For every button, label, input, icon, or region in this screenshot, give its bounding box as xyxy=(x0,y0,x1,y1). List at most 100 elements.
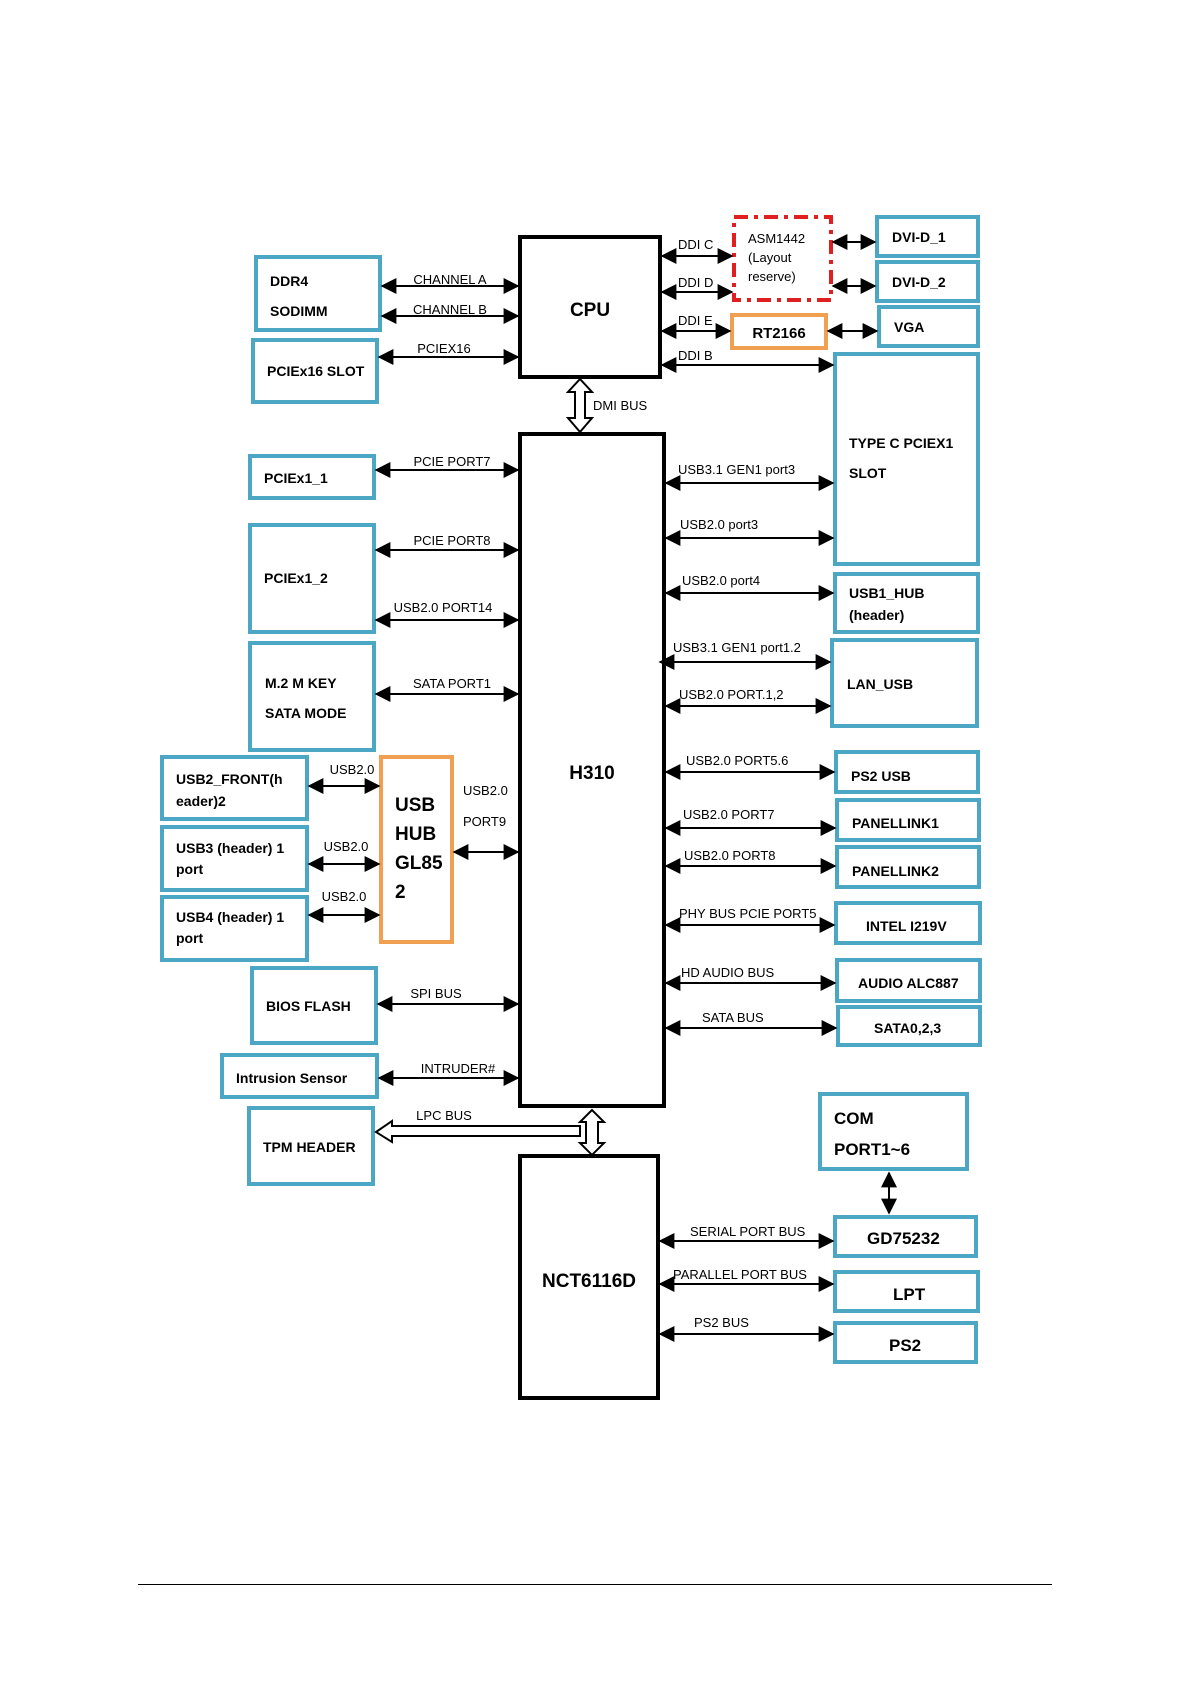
sata-bus-label: SATA BUS xyxy=(702,1010,764,1025)
usb-hub-line2: HUB xyxy=(395,824,436,845)
usb2-front-line2: eader)2 xyxy=(176,793,226,809)
usb2-port9-line1: USB2.0 xyxy=(463,783,508,798)
dvi-d-2-box: DVI-D_2 xyxy=(875,260,980,303)
pciex16-bus-label: PCIEX16 xyxy=(417,341,470,356)
asm1442-chip: ASM1442 (Layout reserve) xyxy=(732,215,833,302)
parallel-port-label: PARALLEL PORT BUS xyxy=(673,1267,807,1282)
sata-box: SATA0,2,3 xyxy=(836,1005,982,1047)
nct6116d-chip: NCT6116D xyxy=(518,1154,660,1400)
ddi-b-label: DDI B xyxy=(678,348,713,363)
usb2-front-line1: USB2_FRONT(h xyxy=(176,771,283,787)
type-c-line2: SLOT xyxy=(849,465,887,481)
pciex1-1-box: PCIEx1_1 xyxy=(248,454,376,500)
usb1-hub-line2: (header) xyxy=(849,607,904,623)
usb20-port56-label: USB2.0 PORT5.6 xyxy=(686,753,788,768)
type-c-line1: TYPE C PCIEX1 xyxy=(849,435,953,451)
rt2166-chip: RT2166 xyxy=(730,313,828,350)
com-port-box: COM PORT1~6 xyxy=(818,1092,969,1171)
dvi-d-1-label: DVI-D_1 xyxy=(892,229,946,245)
panellink2-label: PANELLINK2 xyxy=(852,863,939,879)
ps2-bus-label: PS2 BUS xyxy=(694,1315,749,1330)
usb3-header-box: USB3 (header) 1 port xyxy=(160,825,309,892)
usb3-line2: port xyxy=(176,861,204,877)
channel-a-label: CHANNEL A xyxy=(413,272,487,287)
pciex1-2-label: PCIEx1_2 xyxy=(264,570,328,586)
dmi-bus-label: DMI BUS xyxy=(593,398,648,413)
ddr4-sodimm-box: DDR4 SODIMM xyxy=(254,255,382,332)
com-line1: COM xyxy=(834,1109,874,1128)
audio-alc887-box: AUDIO ALC887 xyxy=(835,958,982,1003)
ddr4-line1: DDR4 xyxy=(270,273,308,289)
pciex1-1-label: PCIEx1_1 xyxy=(264,470,328,486)
usb20-port12-label: USB2.0 PORT.1,2 xyxy=(679,687,784,702)
ddi-e-label: DDI E xyxy=(678,313,713,328)
cpu-chip: CPU xyxy=(518,235,662,379)
ps2-label: PS2 xyxy=(889,1336,921,1355)
usb20-port8-label: USB2.0 PORT8 xyxy=(684,848,776,863)
usb-hub-line1: USB xyxy=(395,795,435,816)
com-line2: PORT1~6 xyxy=(834,1140,910,1159)
pciex16-label: PCIEx16 SLOT xyxy=(267,363,365,379)
usb-hub-chip: USB HUB GL85 2 xyxy=(379,755,454,944)
usb2-b-label: USB2.0 xyxy=(324,839,369,854)
vga-box: VGA xyxy=(877,305,980,348)
usb-hub-line3: GL85 xyxy=(395,853,443,874)
sata-port1-label: SATA PORT1 xyxy=(413,676,491,691)
lpt-label: LPT xyxy=(893,1285,926,1304)
h310-chip: H310 xyxy=(518,432,666,1108)
spi-bus-label: SPI BUS xyxy=(410,986,462,1001)
usb2-port9-line2: PORT9 xyxy=(463,814,506,829)
usb4-line2: port xyxy=(176,930,204,946)
usb20-port7-label: USB2.0 PORT7 xyxy=(683,807,775,822)
usb2-front-header-box: USB2_FRONT(h eader)2 xyxy=(160,755,309,821)
lpc-bus-link xyxy=(374,1108,607,1157)
usb-hub-line4: 2 xyxy=(395,882,406,903)
m2-line1: M.2 M KEY xyxy=(265,675,337,691)
hd-audio-label: HD AUDIO BUS xyxy=(681,965,775,980)
phy-bus-label: PHY BUS PCIE PORT5 xyxy=(679,906,817,921)
cpu-label: CPU xyxy=(570,300,610,321)
tpm-header-label: TPM HEADER xyxy=(263,1139,356,1155)
usb1-hub-header-box: USB1_HUB (header) xyxy=(833,572,980,634)
dvi-d-2-label: DVI-D_2 xyxy=(892,274,946,290)
usb2-a-label: USB2.0 xyxy=(330,762,375,777)
pciex1-2-box: PCIEx1_2 xyxy=(248,523,376,634)
lan-usb-box: LAN_USB xyxy=(830,638,979,728)
ddi-c-label: DDI C xyxy=(678,237,713,252)
panellink2-box: PANELLINK2 xyxy=(835,845,981,889)
gd75232-label: GD75232 xyxy=(867,1229,940,1248)
asm1442-line3: reserve) xyxy=(748,269,796,284)
pcie-port7-label: PCIE PORT7 xyxy=(413,454,490,469)
sata-label: SATA0,2,3 xyxy=(874,1020,941,1036)
ddi-d-label: DDI D xyxy=(678,275,713,290)
ps2-usb-box: PS2 USB xyxy=(834,750,980,794)
lpt-box: LPT xyxy=(833,1270,980,1313)
usb4-header-box: USB4 (header) 1 port xyxy=(160,895,309,962)
channel-b-label: CHANNEL B xyxy=(413,302,487,317)
serial-port-label: SERIAL PORT BUS xyxy=(690,1224,806,1239)
usb31-port3-label: USB3.1 GEN1 port3 xyxy=(678,462,795,477)
lan-usb-label: LAN_USB xyxy=(847,676,913,692)
usb20-port4-label: USB2.0 port4 xyxy=(682,573,760,588)
footer-rule xyxy=(138,1584,1052,1585)
bios-flash-label: BIOS FLASH xyxy=(266,998,351,1014)
usb20-port3-label: USB2.0 port3 xyxy=(680,517,758,532)
usb2-port14-label: USB2.0 PORT14 xyxy=(394,600,493,615)
asm1442-line1: ASM1442 xyxy=(748,231,805,246)
usb1-hub-line1: USB1_HUB xyxy=(849,585,924,601)
type-c-pciex1-slot-box: TYPE C PCIEX1 SLOT xyxy=(833,352,980,566)
nct6116d-label: NCT6116D xyxy=(542,1271,636,1292)
pcie-port8-label: PCIE PORT8 xyxy=(413,533,490,548)
dmi-bus-link xyxy=(565,377,595,434)
bios-flash-box: BIOS FLASH xyxy=(250,966,378,1045)
panellink1-box: PANELLINK1 xyxy=(835,798,981,842)
asm1442-line2: (Layout xyxy=(748,250,792,265)
lpc-bus-label: LPC BUS xyxy=(416,1108,472,1123)
intrusion-sensor-box: Intrusion Sensor xyxy=(220,1053,379,1099)
tpm-header-box: TPM HEADER xyxy=(247,1106,375,1186)
ps2-box: PS2 xyxy=(833,1321,978,1364)
intruder-label: INTRUDER# xyxy=(421,1061,496,1076)
usb31-port12-label: USB3.1 GEN1 port1.2 xyxy=(673,640,801,655)
